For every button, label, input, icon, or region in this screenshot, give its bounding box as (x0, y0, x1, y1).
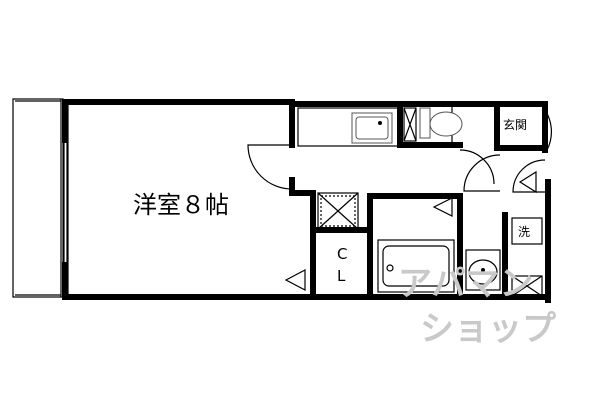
washer-label: 洗 (518, 225, 530, 239)
watermark-line2: ショップ (420, 309, 556, 349)
toilet (403, 107, 463, 142)
kitchen (297, 107, 399, 147)
refrigerator-space (317, 192, 359, 230)
direction-marks (284, 170, 537, 291)
entrance-label: 玄関 (503, 117, 527, 132)
window (63, 140, 68, 265)
shoe-box (511, 275, 543, 297)
washbasin (465, 249, 501, 291)
room-label-main: 洋室８帖 (133, 191, 229, 219)
washer-space (511, 217, 543, 245)
interior-walls (289, 101, 548, 300)
closet-label-c: C (337, 245, 347, 263)
closet-label-l: L (337, 267, 346, 285)
watermark-line1: アパマン (398, 264, 533, 304)
balcony (12, 98, 69, 298)
bathtub (377, 239, 455, 293)
